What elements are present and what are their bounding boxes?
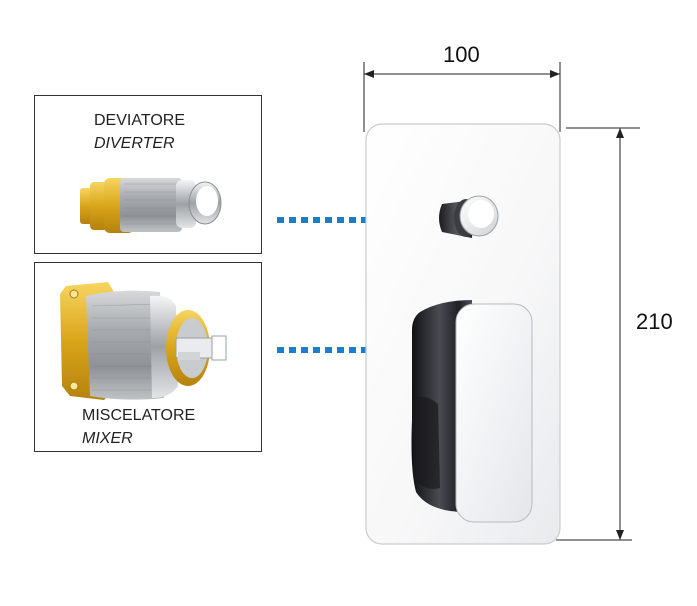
height-dimension-value: 210 bbox=[636, 309, 673, 334]
diverter-knob bbox=[439, 195, 499, 238]
mixer-label: MISCELATORE bbox=[82, 407, 196, 424]
width-dimension-value: 100 bbox=[443, 42, 480, 67]
mixer-label-en: MIXER bbox=[82, 430, 133, 447]
diverter-label-en: DIVERTER bbox=[94, 135, 175, 152]
height-dimension-line bbox=[556, 127, 640, 541]
diverter-label: DEVIATORE bbox=[94, 112, 185, 129]
mixer-cartridge-image bbox=[60, 282, 227, 400]
mixer-lever bbox=[411, 300, 533, 523]
width-dimension-line bbox=[363, 62, 561, 132]
diverter-cartridge-image bbox=[80, 178, 222, 233]
